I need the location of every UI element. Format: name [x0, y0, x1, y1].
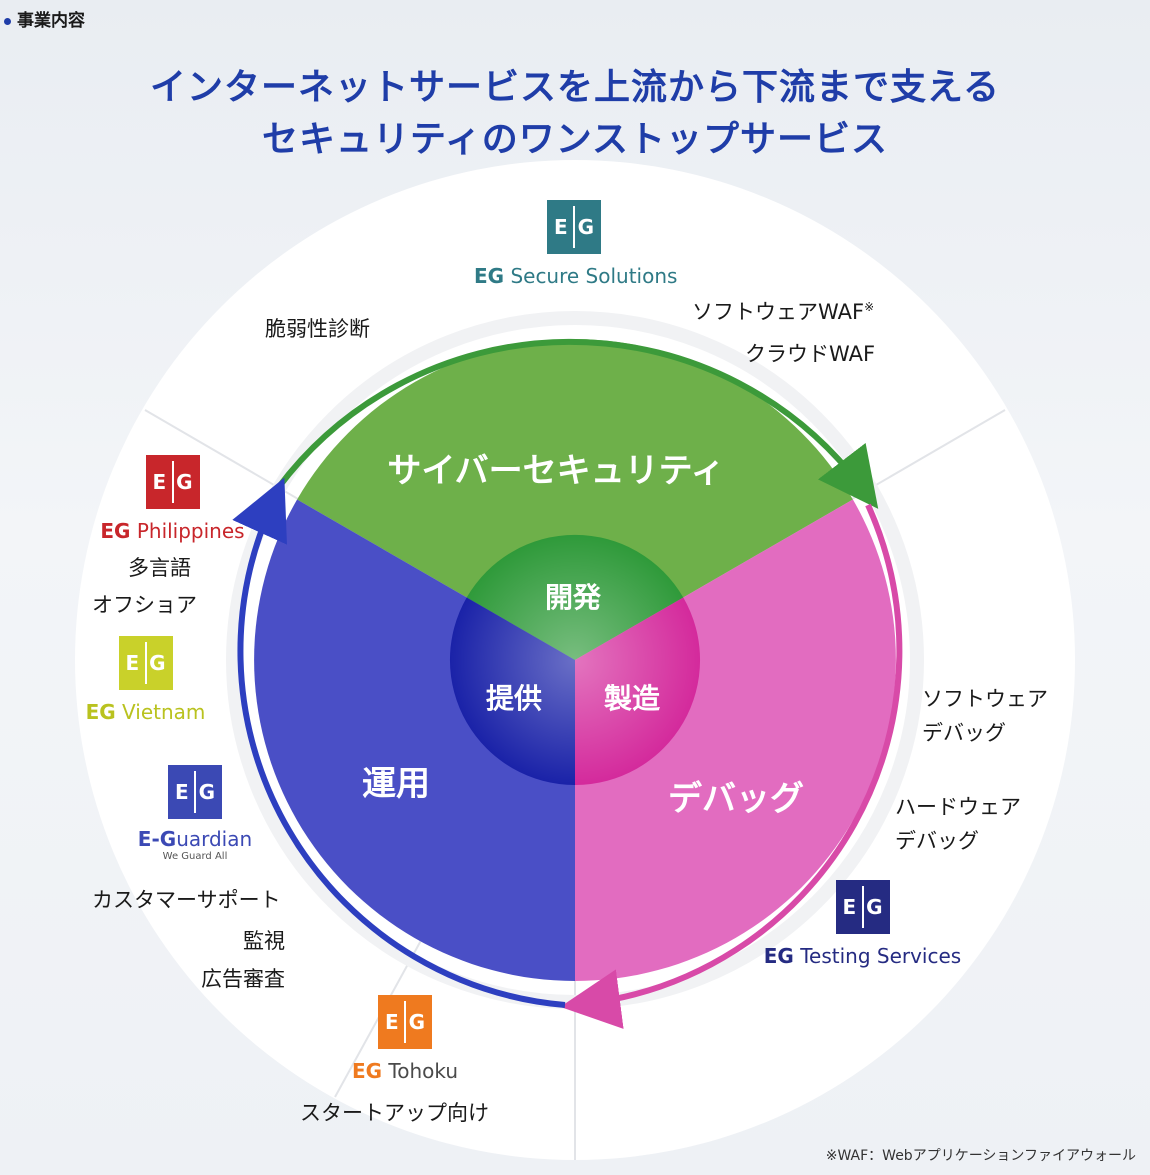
flow-arrow-green [275, 338, 879, 509]
service-software-debug-1: ソフトウェア [922, 687, 1048, 711]
service-offshore: オフショア [92, 593, 197, 617]
service-vulnerability-assessment: 脆弱性診断 [265, 317, 370, 341]
service-customer-support: カスタマーサポート [92, 888, 281, 912]
flow-arrow-pink [560, 503, 903, 1029]
bullet-icon [4, 17, 11, 25]
segment-cyber-security [297, 339, 853, 660]
service-hardware-debug-2: デバッグ [895, 829, 979, 853]
center-label-development: 開発 [545, 581, 602, 614]
service-hardware-debug-1: ハードウェア [895, 795, 1021, 819]
center-label-manufacturing: 製造 [604, 682, 660, 715]
service-cloud-waf: クラウドWAF [745, 342, 876, 366]
service-ad-review: 広告審査 [201, 967, 285, 991]
service-monitoring: 監視 [243, 929, 285, 953]
service-software-debug-2: デバッグ [922, 721, 1006, 745]
section-label: 事業内容 [4, 6, 85, 31]
service-startup: スタートアップ向け [300, 1101, 489, 1125]
headline-line-1: インターネットサービスを上流から下流まで支える [150, 67, 1000, 108]
headline-line-2: セキュリティのワンストップサービス [261, 119, 889, 160]
segment-label-debug: デバッグ [668, 779, 804, 819]
flow-arrow-blue [232, 477, 566, 1008]
center-glow [450, 535, 700, 785]
segment-label-operation: 運用 [362, 764, 430, 804]
segment-label-cyber: サイバーセキュリティ [387, 451, 724, 491]
service-multilingual: 多言語 [128, 556, 191, 580]
center-label-delivery: 提供 [486, 682, 542, 715]
service-software-waf: ソフトウェアWAF※ [692, 300, 875, 324]
footnote: ※WAF：Webアプリケーションファイアウォール [825, 1148, 1136, 1164]
